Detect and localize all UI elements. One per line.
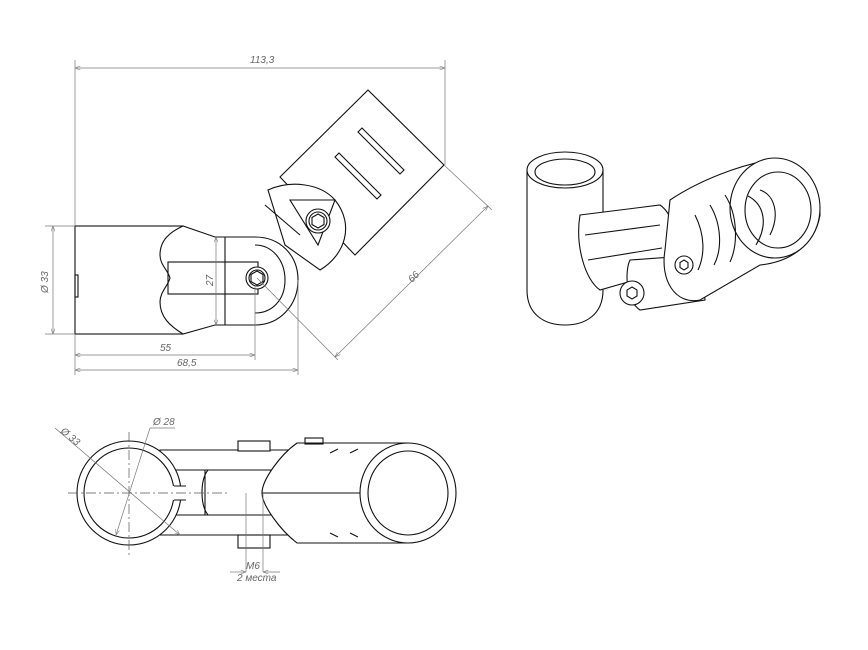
dim-outer-diameter: Ø 33 [57, 425, 82, 448]
isometric-view [526, 151, 821, 326]
bottom-view: Ø 33 Ø 28 M6 2 места [54, 417, 457, 584]
pivot-lug [264, 183, 347, 271]
hex-socket-icon [626, 286, 638, 300]
dimensions-top: 113,3 Ø 33 27 55 68,5 66 [40, 55, 493, 375]
dim-thread-note: 2 места [236, 573, 277, 584]
top-view: 113,3 Ø 33 27 55 68,5 66 [40, 55, 493, 375]
slot [334, 152, 382, 200]
bolt-head [619, 280, 645, 306]
dim-length-to-pivot: 55 [160, 343, 172, 354]
hex-socket-icon [679, 259, 689, 271]
hex-socket-icon [311, 213, 325, 229]
hex-socket-icon [250, 270, 264, 286]
dim-length-total: 68,5 [177, 358, 197, 369]
dim-thread: M6 [246, 561, 260, 572]
fork [159, 225, 299, 335]
dim-inner-diameter: Ø 28 [152, 417, 175, 428]
bolt-head [305, 208, 331, 234]
dim-overall-width: 113,3 [250, 55, 275, 66]
dim-tube-diameter: Ø 33 [40, 271, 51, 294]
dim-fork-height: 27 [205, 274, 216, 287]
dim-arm-length: 66 [406, 269, 422, 285]
slot [357, 127, 405, 175]
